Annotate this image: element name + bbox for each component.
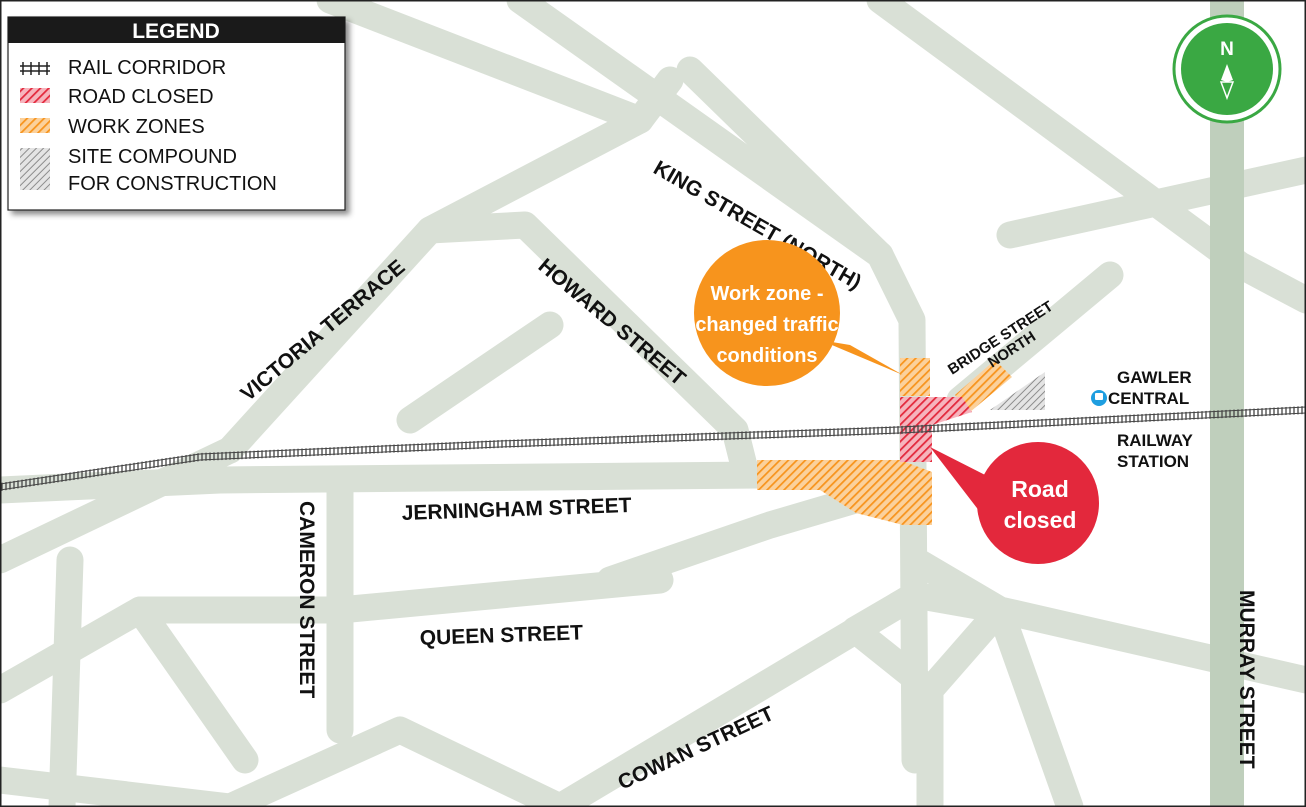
legend-title: LEGEND [132,20,220,43]
road-south-west-lower [0,766,244,807]
callout-work-zone-pointer [820,340,903,375]
road-closed-intersection [900,397,972,462]
road-south-east [986,596,1084,807]
work-zone-bridge-street [955,360,1012,412]
label-cameron-street: CAMERON STREET [295,501,318,698]
rail-edge-top [0,406,1306,485]
work-zone-jerningham [757,460,932,525]
callout-road-closed-bubble [977,442,1099,564]
road-jerningham-link [596,486,869,594]
road-murray-street [1210,0,1244,807]
south-arrow-icon [1219,81,1235,101]
road-west-vertical [48,546,84,807]
label-jerningham-street: JERNINGHAM STREET [401,494,632,525]
rail-line [0,406,1306,491]
label-victoria-terrace: VICTORIA TERRACE [236,255,409,405]
work-zone-king-north [900,358,930,396]
road-king-street-upper [316,0,654,134]
compass: N [1172,14,1282,124]
legend-box [7,16,346,211]
road-closed-zones [900,397,972,462]
road-cowan-street [216,716,574,807]
legend-label-compound-2: FOR CONSTRUCTION [68,173,277,195]
work-zones [757,358,1012,525]
callout-road-closed: Road closed [930,442,1099,564]
label-queen-street: QUEEN STREET [419,621,583,650]
legend: LEGEND RAIL CORRIDOR ROAD CLOSED WORK ZO… [7,16,346,211]
legend-label-compound-1: SITE COMPOUND [68,146,237,168]
road-south-west [126,596,259,774]
legend-label-work: WORK ZONES [68,116,205,138]
callout-work-zone: Work zone - changed traffic conditions [694,240,903,386]
station-label-1: GAWLER [1117,368,1192,387]
legend-compound-swatch [20,148,50,190]
station-label-4: STATION [1117,452,1189,471]
legend-closed-swatch [20,88,50,103]
callout-work-zone-line2: changed traffic [695,314,838,336]
rail-edge-bottom [0,412,1306,491]
callout-road-closed-line1: Road [1011,476,1069,502]
road-howard-street [416,211,759,484]
compass-north-label: N [1220,39,1234,60]
train-icon-window [1095,393,1103,400]
road-east-branch [996,156,1306,249]
station-marker [1091,390,1107,406]
callout-work-zone-line3: conditions [716,345,817,367]
station-label-3: RAILWAY [1117,431,1194,450]
north-arrow-icon [1221,64,1233,82]
road-king-street [506,0,929,774]
rail-corridor [0,406,1306,491]
road-victoria-terrace [216,66,684,464]
legend-work-swatch [20,118,50,133]
label-murray-street: MURRAY STREET [1235,590,1258,769]
site-compound [990,372,1045,410]
callout-road-closed-line2: closed [1004,507,1077,533]
legend-label-rail: RAIL CORRIDOR [68,57,226,79]
callout-work-zone-line1: Work zone - [711,283,824,305]
road-north-connector [676,56,894,269]
legend-title-bar [8,17,345,43]
callout-work-zone-bubble [694,240,840,386]
station-label-2: CENTRAL [1108,389,1189,408]
legend-label-closed: ROAD CLOSED [68,86,214,108]
legend-rail-swatch [20,62,50,75]
road-inner-loop [396,311,564,434]
